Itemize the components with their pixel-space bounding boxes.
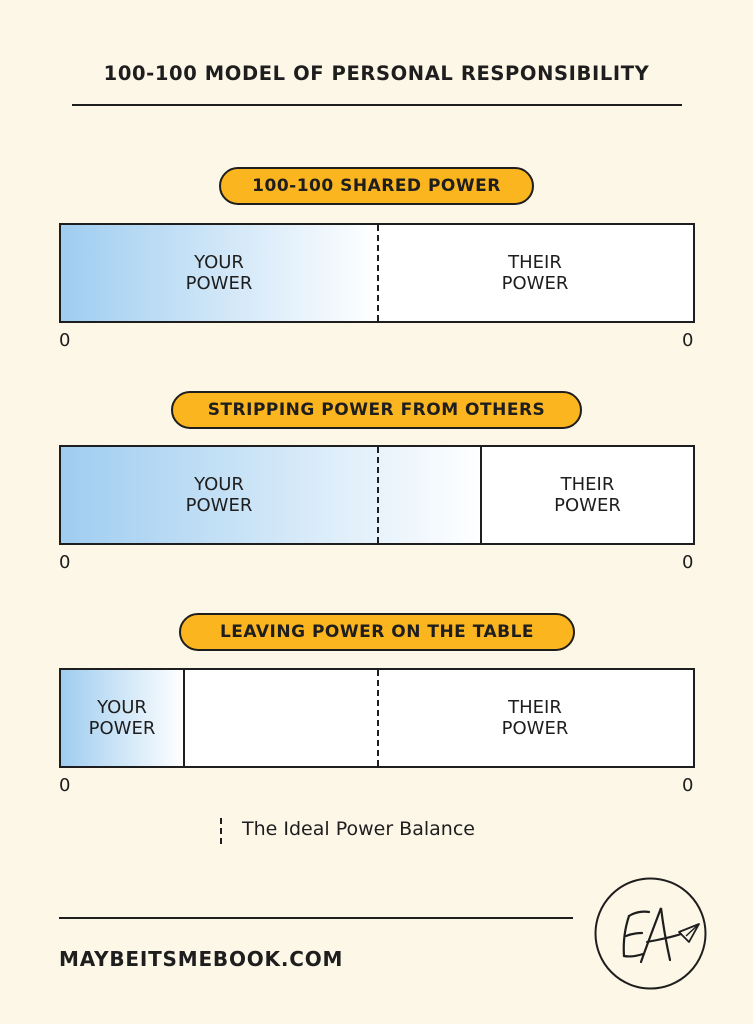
scale-left-zero: 0 <box>59 552 71 573</box>
power-bar-leaving: YOUR POWER THEIR POWER <box>59 668 695 768</box>
their-power-label-line2: POWER <box>501 273 569 294</box>
your-power-label-line2: POWER <box>185 273 253 294</box>
scale-right-zero: 0 <box>682 552 694 573</box>
your-power-label: YOUR POWER <box>61 670 183 766</box>
power-bar-stripping: YOUR POWER THEIR POWER <box>59 445 695 545</box>
scale-left-zero: 0 <box>59 775 71 796</box>
scale-right-zero: 0 <box>682 775 694 796</box>
legend-dash-icon <box>220 818 222 844</box>
your-power-label-line1: YOUR <box>194 474 244 495</box>
your-power-label-line2: POWER <box>185 495 253 516</box>
section-heading-stripping-power: STRIPPING POWER FROM OTHERS <box>171 391 582 429</box>
your-power-fill <box>61 447 480 543</box>
title-divider <box>72 104 682 106</box>
your-power-fill <box>61 670 183 766</box>
section-heading-shared-power: 100-100 SHARED POWER <box>219 167 534 205</box>
scale-right-zero: 0 <box>682 330 694 351</box>
their-power-label-line1: THEIR <box>508 697 562 718</box>
their-power-label-line1: THEIR <box>560 474 615 495</box>
legend-label: The Ideal Power Balance <box>242 818 475 840</box>
your-power-label-line1: YOUR <box>194 252 244 273</box>
your-power-label-line1: YOUR <box>97 697 147 718</box>
section-heading-leaving-power: LEAVING POWER ON THE TABLE <box>179 613 575 651</box>
your-power-label-line2: POWER <box>88 718 156 739</box>
ideal-balance-marker <box>377 447 379 543</box>
logo-monogram-icon <box>594 877 707 990</box>
their-power-label: THEIR POWER <box>377 225 693 321</box>
footer-divider <box>59 917 573 919</box>
your-power-label: YOUR POWER <box>61 447 377 543</box>
your-power-fill <box>61 225 377 321</box>
their-power-label: THEIR POWER <box>482 447 693 543</box>
page-title: 100-100 MODEL OF PERSONAL RESPONSIBILITY <box>103 62 650 85</box>
ideal-balance-marker <box>377 225 379 321</box>
their-power-label: THEIR POWER <box>377 670 693 766</box>
their-power-label-line2: POWER <box>554 495 621 516</box>
power-divider <box>480 447 482 543</box>
scale-left-zero: 0 <box>59 330 71 351</box>
footer-website: MAYBEITSMEBOOK.COM <box>59 947 344 971</box>
their-power-label-line2: POWER <box>501 718 569 739</box>
their-power-label-line1: THEIR <box>508 252 562 273</box>
power-bar-shared: YOUR POWER THEIR POWER <box>59 223 695 323</box>
power-divider <box>183 670 185 766</box>
ideal-balance-marker <box>377 670 379 766</box>
your-power-label: YOUR POWER <box>61 225 377 321</box>
